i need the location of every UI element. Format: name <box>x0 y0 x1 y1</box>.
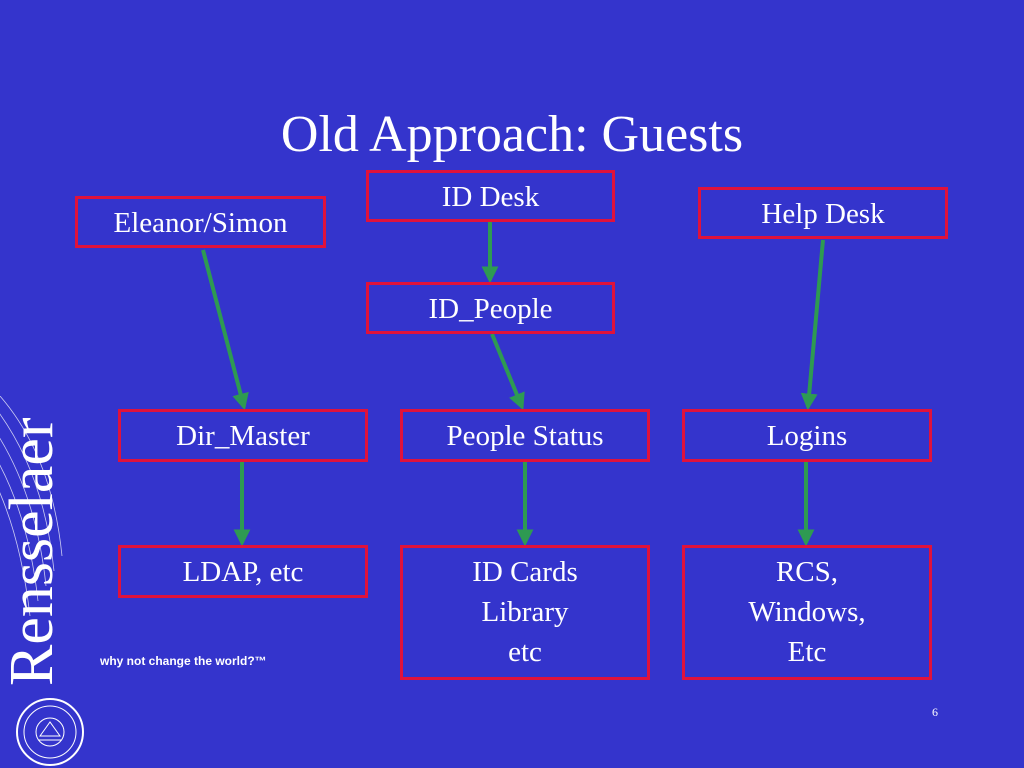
node-label: ID Cards <box>472 556 578 588</box>
institute-seal-icon <box>16 698 84 766</box>
node-people-status: People Status <box>400 409 650 462</box>
slide-title: Old Approach: Guests <box>280 106 744 163</box>
slide-number: 6 <box>932 705 938 719</box>
node-label: Etc <box>787 636 827 668</box>
arrow-help_desk-to-logins <box>800 239 825 411</box>
node-label: Library <box>481 596 569 628</box>
node-label: People Status <box>446 420 604 452</box>
node-label: etc <box>508 636 542 668</box>
node-id-people: ID_People <box>366 282 615 334</box>
node-label: Logins <box>766 420 848 452</box>
rensselaer-logo: Rensselaer <box>0 396 66 686</box>
node-eleanor-simon: Eleanor/Simon <box>75 196 326 248</box>
node-label: LDAP, etc <box>182 556 304 588</box>
node-label: Help Desk <box>761 198 885 230</box>
node-logins: Logins <box>682 409 932 462</box>
arrow-eleanor_simon-to-dir_master <box>201 249 249 411</box>
node-dir-master: Dir_Master <box>118 409 368 462</box>
arrow-id_people-to-people_status <box>490 333 525 411</box>
node-ldap: LDAP, etc <box>118 545 368 598</box>
node-id-desk: ID Desk <box>366 170 615 222</box>
node-help-desk: Help Desk <box>698 187 948 239</box>
node-label: ID_People <box>428 293 553 325</box>
node-rcs: RCS, Windows, Etc <box>682 545 932 680</box>
node-label: RCS, <box>775 556 839 588</box>
node-label: Windows, <box>748 596 866 628</box>
tagline: why not change the world?™ <box>100 654 267 668</box>
node-label: Dir_Master <box>176 420 310 452</box>
node-label: ID Desk <box>441 181 540 213</box>
node-label: Eleanor/Simon <box>113 207 288 239</box>
brand-wordmark: Rensselaer <box>0 417 66 686</box>
